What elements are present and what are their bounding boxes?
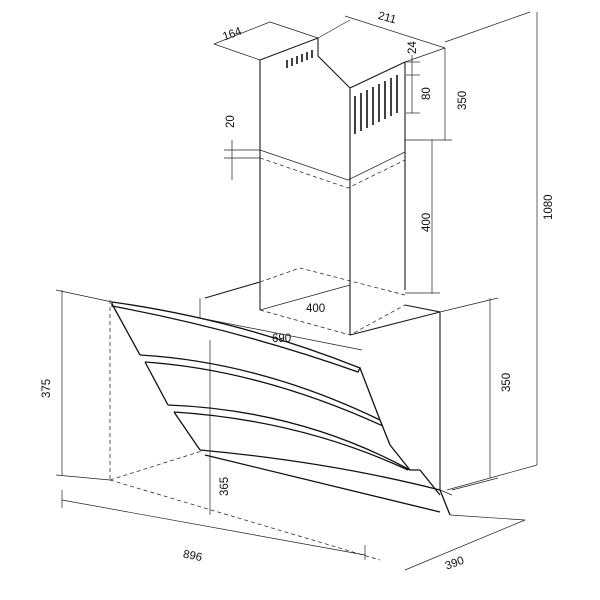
dim-chimney-base: 400 bbox=[306, 303, 325, 315]
dim-glass-height: 365 bbox=[219, 477, 231, 496]
dim-body-width: 690 bbox=[272, 333, 291, 345]
dim-overlap: 20 bbox=[225, 115, 237, 128]
right-vent-slots bbox=[355, 75, 397, 134]
dim-chimney-depth: 164 bbox=[221, 25, 244, 43]
dim-upper-chimney: 350 bbox=[457, 91, 469, 110]
dim-overall-width: 896 bbox=[182, 548, 203, 564]
dim-total-height: 1080 bbox=[543, 194, 555, 220]
left-vent-slots bbox=[287, 50, 312, 68]
hood-footprint bbox=[110, 300, 380, 560]
dim-vent-height: 80 bbox=[421, 87, 433, 100]
dim-front-height: 375 bbox=[41, 379, 53, 398]
dim-overall-depth: 390 bbox=[444, 555, 466, 573]
dim-top-gap: 24 bbox=[407, 41, 419, 54]
chimney-upper bbox=[260, 38, 405, 335]
dim-chimney-width: 211 bbox=[377, 10, 398, 26]
dimension-labels: 164 211 24 80 350 1080 20 400 400 690 37… bbox=[41, 10, 555, 572]
dim-lower-chimney: 400 bbox=[421, 213, 433, 232]
dim-body-height: 350 bbox=[501, 373, 513, 392]
hood-body bbox=[205, 282, 452, 495]
chimney-base-footprint bbox=[260, 268, 405, 335]
